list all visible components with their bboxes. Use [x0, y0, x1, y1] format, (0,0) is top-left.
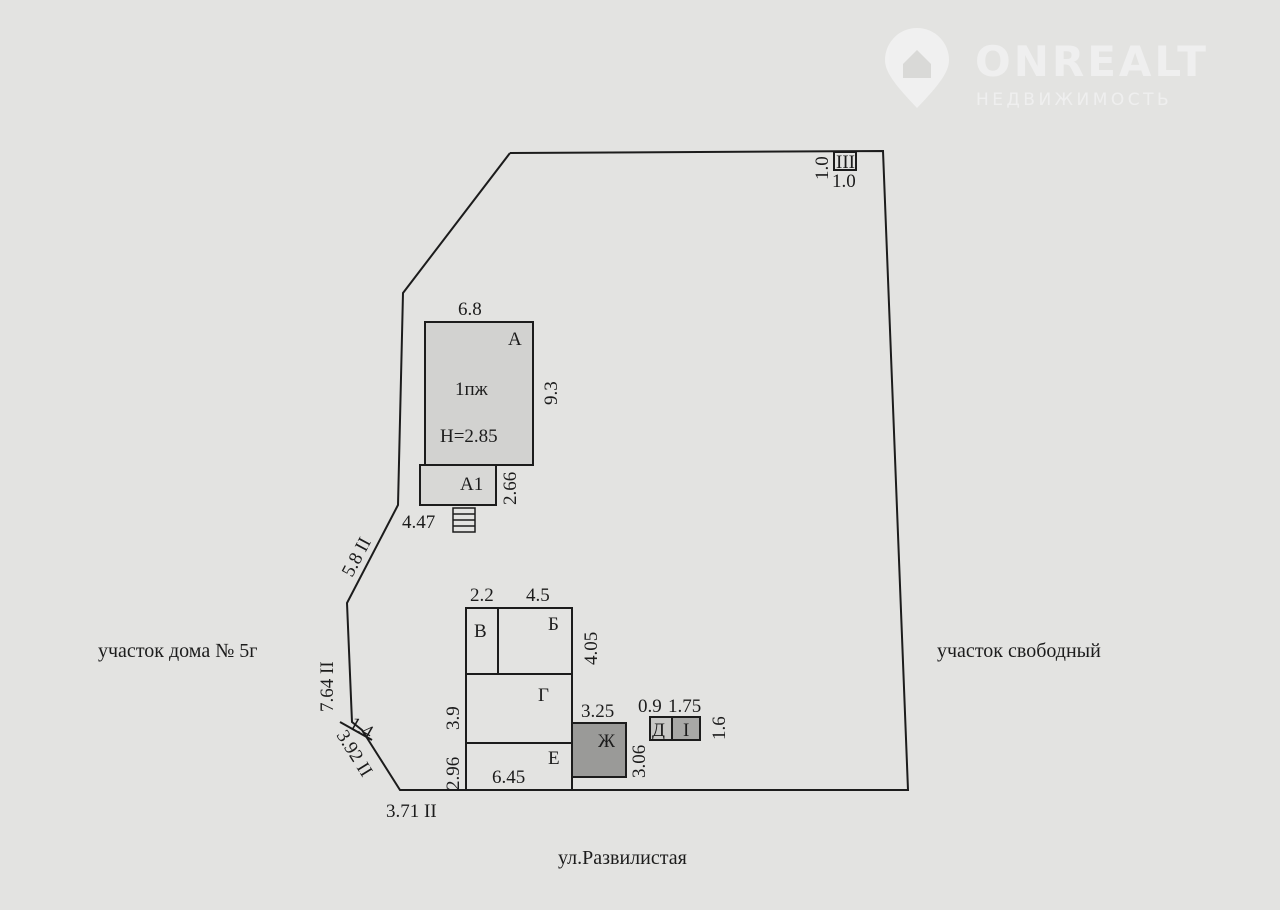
watermark: ONREALT НЕДВИЖИМОСТЬ	[885, 28, 1209, 110]
neighbor-left-label: участок дома № 5г	[98, 640, 257, 662]
building-zh	[571, 722, 627, 778]
room-g: Г	[538, 685, 549, 706]
building-a	[424, 321, 534, 466]
building-d-letter: Д	[652, 720, 665, 741]
stairs-icon	[452, 507, 476, 533]
corner-mark: III	[836, 152, 855, 173]
building-a-floors: 1пж	[455, 379, 489, 400]
building-a-height: H=2.85	[440, 426, 498, 447]
dim-e-width: 6.45	[492, 767, 525, 788]
room-e: Е	[548, 748, 560, 769]
building-a1-width: 4.47	[402, 512, 435, 533]
building-zh-letter: Ж	[598, 731, 616, 752]
watermark-tagline: НЕДВИЖИМОСТЬ	[976, 90, 1172, 110]
boundary-dim-5: 3.71 II	[386, 801, 437, 822]
boundary-dim-2: 7.64 II	[317, 661, 338, 712]
building-d-width: 0.9	[638, 696, 662, 717]
room-v: В	[474, 621, 487, 642]
neighbor-right-label: участок свободный	[937, 640, 1101, 662]
corner-mark-box	[833, 151, 857, 171]
building-zh-depth: 3.06	[629, 745, 650, 778]
lot-boundary	[345, 149, 910, 791]
corner-dim-h: 1.0	[832, 171, 856, 192]
building-block	[465, 607, 573, 791]
building-i-width: 1.75	[668, 696, 701, 717]
building-a1	[419, 464, 497, 506]
building-a1-depth: 2.66	[500, 472, 521, 505]
dim-b-width: 4.5	[526, 585, 550, 606]
building-i-depth: 1.6	[709, 716, 730, 740]
street-label: ул.Развилистая	[558, 847, 687, 869]
building-a-depth: 9.3	[541, 381, 562, 405]
corner-dim-v: 1.0	[812, 156, 833, 180]
building-i	[671, 716, 701, 741]
building-a1-letter: А1	[460, 474, 483, 495]
room-b: Б	[548, 614, 559, 635]
building-a-letter: А	[508, 329, 522, 350]
dim-e-depth: 2.96	[443, 757, 464, 790]
building-a-width: 6.8	[458, 299, 482, 320]
dim-g-depth: 3.9	[443, 706, 464, 730]
dim-v-width: 2.2	[470, 585, 494, 606]
building-i-letter: I	[683, 720, 689, 741]
building-zh-width: 3.25	[581, 701, 614, 722]
watermark-brand: ONREALT	[975, 37, 1209, 86]
dim-b-depth: 4.05	[581, 632, 602, 665]
